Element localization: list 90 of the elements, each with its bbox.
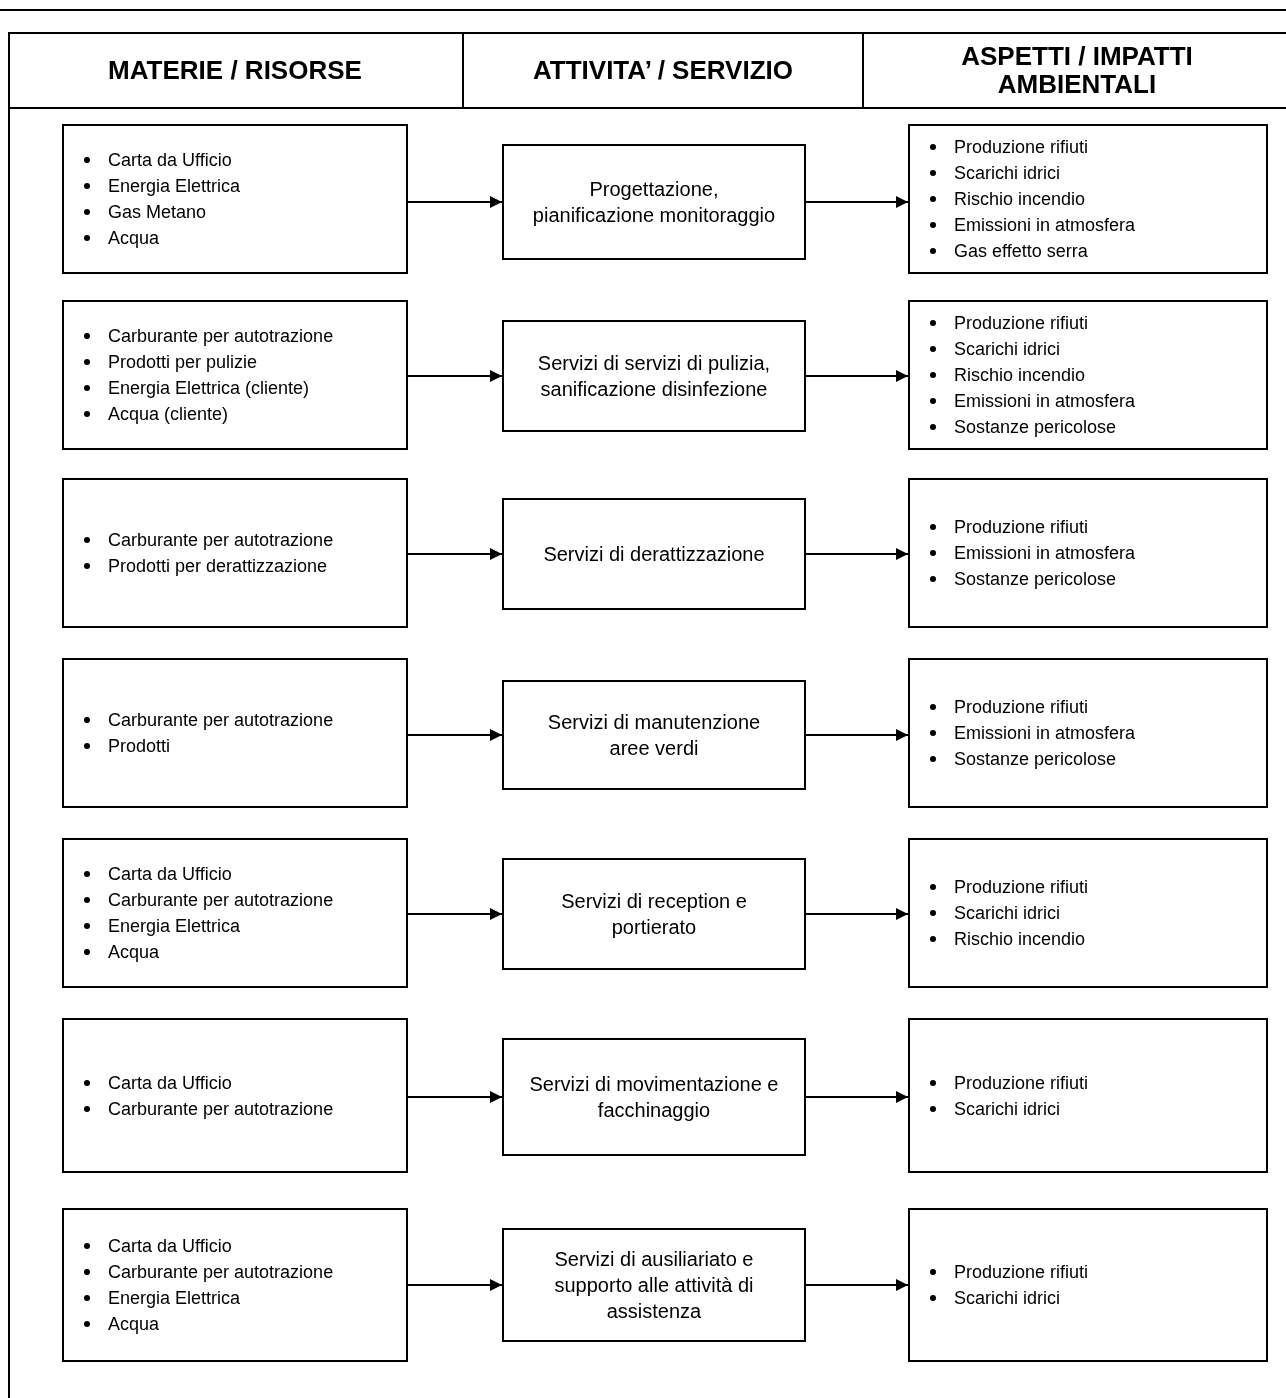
arrow: [407, 1279, 503, 1291]
list-item: Acqua: [108, 941, 160, 964]
list-item: Carburante per autotrazione: [108, 1261, 334, 1284]
list-item: Acqua (cliente): [108, 403, 229, 426]
list-item: Acqua: [108, 227, 160, 250]
column-header: MATERIE / RISORSE: [107, 56, 363, 84]
list-box: [62, 300, 408, 450]
list-box: [62, 658, 408, 808]
list-item: Carta da Ufficio: [108, 149, 232, 172]
activity-box: [502, 858, 806, 970]
activity-text: Servizi di reception e portierato: [560, 889, 748, 940]
arrow: [805, 908, 909, 920]
activity-text: Servizi di derattizzazione: [543, 542, 765, 567]
list-item: Carta da Ufficio: [108, 1071, 232, 1095]
arrow: [407, 370, 503, 382]
column-header: ATTIVITA’ / SERVIZIO: [531, 56, 794, 84]
activity-box: [502, 1038, 806, 1156]
activity-box: [502, 1228, 806, 1342]
list-item: Sostanze pericolose: [954, 416, 1117, 439]
activity-text: Servizi di manutenzione aree verdi: [546, 710, 762, 761]
column-header: ASPETTI / IMPATTI AMBIENTALI: [960, 42, 1194, 98]
list-box: [62, 124, 408, 274]
arrow: [805, 1091, 909, 1103]
list-box: [908, 1018, 1268, 1173]
list-box: [908, 658, 1268, 808]
arrow: [805, 1279, 909, 1291]
list-item: Produzione rifiuti: [954, 312, 1089, 335]
list-item: Prodotti per pulizie: [108, 351, 258, 374]
list-item: Sostanze pericolose: [954, 568, 1117, 591]
list-item: Emissioni in atmosfera: [954, 390, 1136, 413]
arrow: [407, 908, 503, 920]
list-item: Emissioni in atmosfera: [954, 722, 1136, 745]
list-item: Carburante per autotrazione: [108, 1097, 334, 1121]
list-item: Scarichi idrici: [954, 338, 1061, 361]
list-item: Acqua: [108, 1313, 160, 1336]
list-item: Produzione rifiuti: [954, 876, 1089, 899]
list-box: [908, 1208, 1268, 1362]
arrow: [407, 1091, 503, 1103]
arrow: [805, 729, 909, 741]
activity-box: [502, 320, 806, 432]
list-item: Energia Elettrica (cliente): [108, 377, 310, 400]
arrow: [805, 196, 909, 208]
list-item: Produzione rifiuti: [954, 136, 1089, 159]
activity-text: Servizi di movimentazione e facchinaggio: [529, 1072, 779, 1123]
list-item: Produzione rifiuti: [954, 516, 1089, 539]
list-item: Carburante per autotrazione: [108, 889, 334, 912]
list-item: Carburante per autotrazione: [108, 529, 334, 552]
activity-box: [502, 144, 806, 260]
list-item: Rischio incendio: [954, 188, 1086, 211]
list-item: Gas Metano: [108, 201, 207, 224]
activity-box: [502, 680, 806, 790]
list-item: Scarichi idrici: [954, 162, 1061, 185]
list-item: Produzione rifiuti: [954, 696, 1089, 719]
list-item: Energia Elettrica: [108, 175, 241, 198]
list-box: [62, 838, 408, 988]
list-box: [908, 124, 1268, 274]
list-item: Emissioni in atmosfera: [954, 542, 1136, 565]
list-item: Energia Elettrica: [108, 915, 241, 938]
arrow: [407, 548, 503, 560]
arrow: [805, 548, 909, 560]
list-item: Produzione rifiuti: [954, 1071, 1089, 1095]
list-box: [62, 1018, 408, 1173]
activity-box: [502, 498, 806, 610]
list-item: Prodotti: [108, 735, 171, 758]
list-item: Carburante per autotrazione: [108, 709, 334, 732]
list-box: [908, 478, 1268, 628]
list-box: [908, 300, 1268, 450]
list-box: [908, 838, 1268, 988]
list-item: Gas effetto serra: [954, 240, 1088, 263]
list-item: Emissioni in atmosfera: [954, 214, 1136, 237]
arrow: [805, 370, 909, 382]
activity-text: Servizi di ausiliariato e supporto alle attività di assistenza: [553, 1247, 755, 1324]
list-item: Produzione rifiuti: [954, 1261, 1089, 1284]
list-item: Rischio incendio: [954, 364, 1086, 387]
activity-text: Servizi di servizi di pulizia, sanificazione disinfezione: [536, 351, 772, 402]
list-box: [62, 478, 408, 628]
list-item: Scarichi idrici: [954, 1097, 1061, 1121]
activity-text: Progettazione, pianificazione monitoraggio: [531, 177, 777, 228]
list-box: [62, 1208, 408, 1362]
list-item: Carta da Ufficio: [108, 1235, 232, 1258]
list-item: Energia Elettrica: [108, 1287, 241, 1310]
arrow: [407, 196, 503, 208]
list-item: Carburante per autotrazione: [108, 325, 334, 348]
list-item: Prodotti per derattizzazione: [108, 555, 328, 578]
list-item: Carta da Ufficio: [108, 863, 232, 886]
arrow: [407, 729, 503, 741]
list-item: Scarichi idrici: [954, 1287, 1061, 1310]
list-item: Rischio incendio: [954, 928, 1086, 951]
list-item: Scarichi idrici: [954, 902, 1061, 925]
list-item: Sostanze pericolose: [954, 748, 1117, 771]
